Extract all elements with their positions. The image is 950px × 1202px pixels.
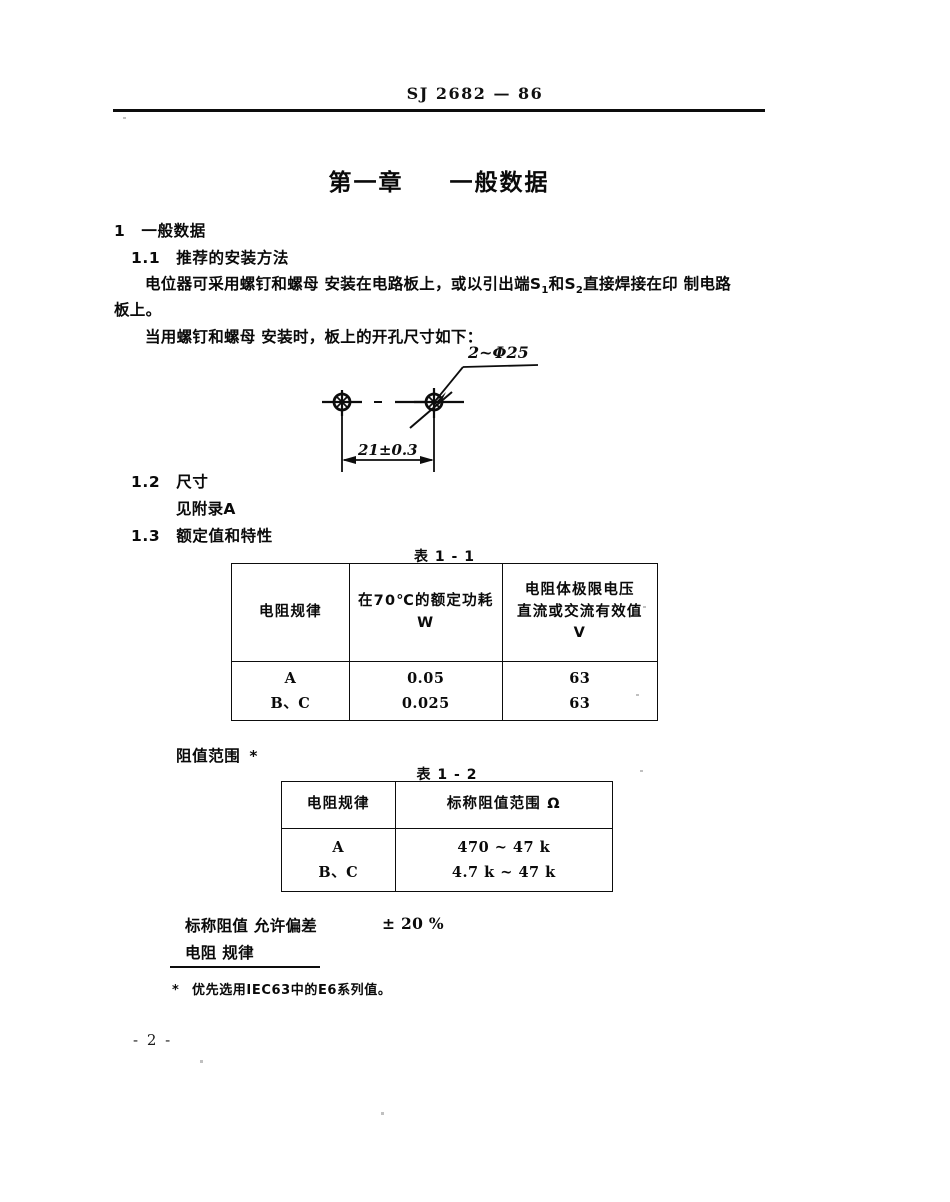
section-1-1-heading: 1.1 推荐的安装方法 <box>131 246 289 268</box>
scan-speck <box>200 1060 203 1063</box>
table-1-1-col-2-values: 0.05 0.025 <box>348 661 503 721</box>
paragraph-text-a: 电位器可采用螺钉和螺母 安装在电路板上，或以引出端S <box>145 275 542 293</box>
table-1-2-col-2-values: 470 ~ 47 k 4.7 k ~ 47 k <box>394 828 614 892</box>
resistance-range-text: 阻值范围 <box>176 747 241 765</box>
footnote: * 优先选用IEC63中的E6系列值。 <box>172 979 391 998</box>
terminal-s1-subscript: 1 <box>541 285 549 297</box>
table-1-2: 电阻规律 标称阻值范围 Ω A B、C 470 ~ 47 k 4.7 k ~ 4… <box>281 781 614 892</box>
scan-speck <box>381 1112 384 1115</box>
table-row-data: A B、C 470 ~ 47 k 4.7 k ~ 47 k <box>281 828 614 892</box>
chapter-heading: 第一章 一般数据 <box>113 163 765 197</box>
header-rule <box>113 109 765 112</box>
cell-value: 0.05 <box>407 669 445 687</box>
scan-speck <box>636 694 639 696</box>
paragraph-hole-intro: 当用螺钉和螺母 安装时，板上的开孔尺寸如下： <box>145 328 483 346</box>
header-3-line-3: V <box>573 625 587 642</box>
section-1-2-body: 见附录A <box>176 500 236 518</box>
section-1-heading: 1 一般数据 <box>114 219 206 241</box>
cell-value: 63 <box>569 669 591 687</box>
cell-value: 0.025 <box>401 695 450 712</box>
header-3-line-2: 直流或交流有效值 <box>517 603 643 620</box>
scan-speck <box>643 606 646 608</box>
section-1-2-title: 尺寸 <box>176 473 209 491</box>
table-1-2-caption: 表 1 - 2 <box>416 767 478 783</box>
mounting-hole-svg: 2~Φ25 21±0.3 <box>322 343 539 472</box>
scan-speck <box>640 770 643 772</box>
header-3-line-1: 电阻体极限电压 <box>524 581 635 598</box>
section-1-1-number: 1.1 <box>131 249 161 267</box>
section-1-3-title: 额定值和特性 <box>176 527 273 545</box>
hole-callout-label: 2~Φ25 <box>467 343 529 362</box>
table-1-1-header-cell-3: 电阻体极限电压 直流或交流有效值 V <box>501 563 659 662</box>
table-row-data: A B、C 0.05 0.025 63 63 <box>231 661 659 721</box>
section-1-2-number: 1.2 <box>131 473 161 491</box>
table-1-2-header-cell-2: 标称阻值范围 Ω <box>394 781 614 829</box>
header-2-line-1: 在70℃的额定功耗 <box>357 592 494 609</box>
page-number: - 2 - <box>133 1031 173 1049</box>
footnote-text: 优先选用IEC63中的E6系列值。 <box>192 983 392 998</box>
table-1-1: 电阻规律 在70℃的额定功耗 W 电阻体极限电压 直流或交流有效值 V A B、… <box>231 563 659 721</box>
header-standard-code: SJ 2682 — 86 <box>406 84 544 103</box>
cell-value: 470 ~ 47 k <box>457 838 551 856</box>
section-1-3-number: 1.3 <box>131 527 161 545</box>
cell-value: B、C <box>270 695 311 712</box>
table-1-1-col-3-values: 63 63 <box>501 661 659 721</box>
paragraph-mounting-line1: 电位器可采用螺钉和螺母 安装在电路板上，或以引出端S1和S2直接焊接在印 制电路 <box>145 272 731 296</box>
cell-value: A <box>332 838 345 856</box>
cell-value: 63 <box>569 695 591 712</box>
cell-value: B、C <box>318 864 359 881</box>
tolerance-row: 标称阻值 允许偏差 <box>185 914 317 936</box>
section-1-3-heading: 1.3 额定值和特性 <box>131 524 273 546</box>
footnote-marker-ref: * <box>249 747 259 765</box>
terminal-s2-subscript: 2 <box>575 285 584 297</box>
resistance-law-label: 电阻 规律 <box>185 944 254 962</box>
paragraph-text-c: 直接焊接在印 制电路 <box>583 275 732 293</box>
cell-value: A <box>284 669 297 687</box>
chapter-label: 第一章 <box>328 170 404 196</box>
paragraph-mounting-line2: 板上。 <box>114 301 162 319</box>
resistance-range-label: 阻值范围 * <box>176 744 258 766</box>
table-1-1-caption: 表 1 - 1 <box>414 549 475 565</box>
section-1-2-heading: 1.2 尺寸 <box>131 470 208 492</box>
mounting-hole-drawing: 2~Φ25 21±0.3 <box>300 340 600 480</box>
table-row-header: 电阻规律 在70℃的额定功耗 W 电阻体极限电压 直流或交流有效值 V <box>231 563 659 662</box>
table-1-2-header-cell-1: 电阻规律 <box>281 781 396 829</box>
table-1-1-header-cell-2: 在70℃的额定功耗 W <box>348 563 503 662</box>
section-1-title: 一般数据 <box>141 222 206 240</box>
table-1-1-col-1-values: A B、C <box>231 661 350 721</box>
footnote-rule <box>170 966 320 968</box>
table-row-header: 电阻规律 标称阻值范围 Ω <box>281 781 614 829</box>
scan-speck <box>123 117 126 119</box>
tolerance-label: 标称阻值 允许偏差 <box>185 917 318 935</box>
section-1-1-title: 推荐的安装方法 <box>176 249 289 267</box>
chapter-title-text: 一般数据 <box>449 170 550 196</box>
table-1-1-header-cell-1: 电阻规律 <box>231 563 350 662</box>
footnote-marker: * <box>172 983 180 998</box>
tolerance-value: ± 20 % <box>382 914 444 933</box>
header-2-line-2: W <box>417 614 435 631</box>
table-1-2-col-1-values: A B、C <box>281 828 396 892</box>
cell-value: 4.7 k ~ 47 k <box>451 864 556 881</box>
paragraph-text-b: 和S <box>548 275 576 293</box>
section-1-number: 1 <box>114 222 126 240</box>
dimension-label: 21±0.3 <box>357 441 418 459</box>
